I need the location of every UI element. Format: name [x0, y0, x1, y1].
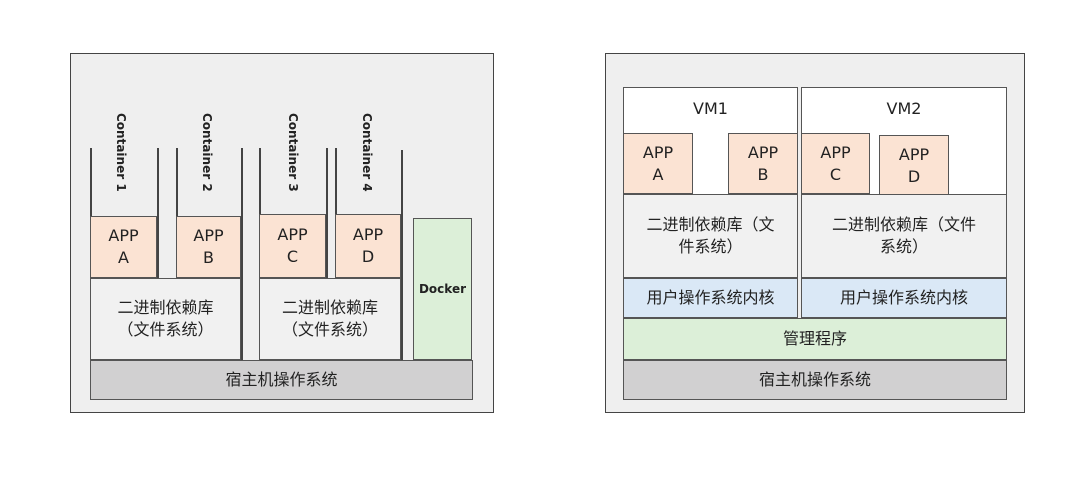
container-1-right-boundary [157, 148, 159, 278]
container-2-label: Container 2 [200, 113, 214, 192]
app-a-box: APP A [90, 216, 157, 278]
docker-engine-box: Docker [413, 218, 472, 360]
vm-app-b-box: APP B [728, 133, 798, 194]
binary-libraries-box-1: 二进制依赖库 （文件系统） [90, 278, 241, 360]
vm-2-title: VM2 [886, 99, 922, 118]
binary-libraries-box-2: 二进制依赖库 （文件系统） [259, 278, 401, 360]
hypervisor-box: 管理程序 [623, 318, 1007, 360]
vm-1-libraries-box: 二进制依赖库（文 件系统） [623, 194, 798, 278]
app-c-box: APP C [259, 214, 326, 278]
app-b-box: APP B [176, 216, 241, 278]
container-2-right-boundary [241, 148, 243, 360]
vm-2-guest-kernel-box: 用户操作系统内核 [801, 278, 1007, 318]
container-1-label: Container 1 [114, 113, 128, 192]
vm-app-c-box: APP C [801, 133, 870, 194]
container-2-left-boundary [176, 148, 178, 278]
vm-app-d-box: APP D [879, 135, 949, 196]
host-os-box: 宿主机操作系统 [90, 360, 473, 400]
vm-2-libraries-box: 二进制依赖库（文件 系统） [801, 194, 1007, 278]
container-4-left-boundary [335, 148, 337, 278]
container-3-label: Container 3 [286, 113, 300, 192]
container-4-right-boundary [401, 150, 403, 360]
vm-1-guest-kernel-box: 用户操作系统内核 [623, 278, 798, 318]
vm-app-a-box: APP A [623, 133, 693, 194]
vm-1-title: VM1 [693, 99, 728, 118]
container-3-right-boundary [326, 148, 328, 278]
vm-host-os-box: 宿主机操作系统 [623, 360, 1007, 400]
app-d-box: APP D [335, 214, 401, 278]
container-4-label: Container 4 [360, 113, 374, 192]
